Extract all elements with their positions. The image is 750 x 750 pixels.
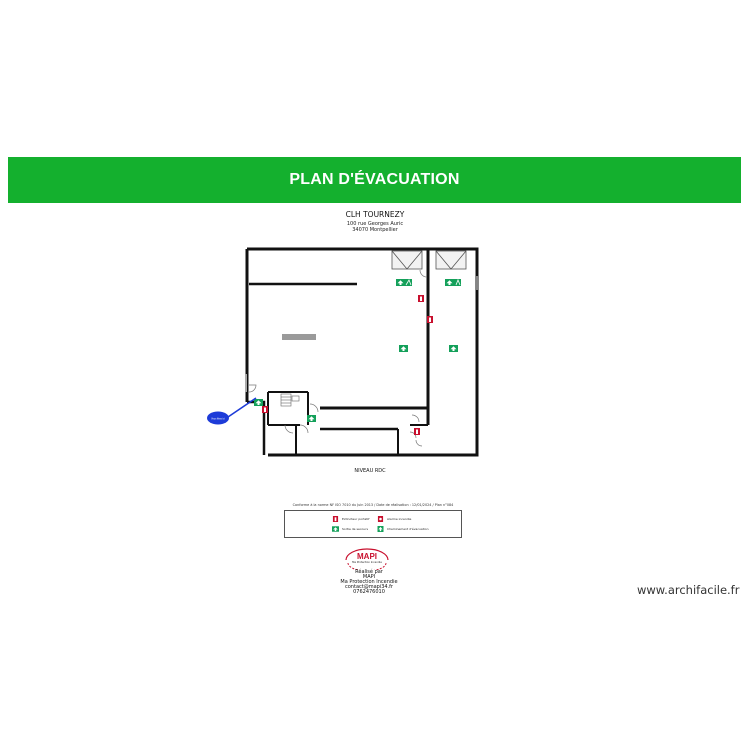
credit-line: Ma Protection Incendie: [340, 579, 398, 585]
watermark: www.archifacile.fr: [637, 583, 740, 597]
title-banner: PLAN D'ÉVACUATION: [8, 157, 741, 203]
legend-label: Extincteur portatif: [342, 517, 370, 521]
level-label: NIVEAU RDC: [354, 468, 386, 474]
mapi-logo: MAPI Ma Protection Incendie: [345, 548, 389, 570]
credit-line: contact@mapi34.fr: [345, 584, 393, 590]
legend: Extincteur portatif Alarme incendie Sort…: [284, 510, 462, 538]
smoke-vent-icon: [391, 250, 467, 270]
fire-extinguisher-icon: [262, 406, 268, 413]
emergency-exit-arrow-icon: [399, 345, 408, 352]
emergency-exit-arrow-icon: [254, 399, 263, 406]
emergency-exit-arrow-icon: [307, 415, 316, 422]
norm-statement: Conforme à la norme NF ISO 7010 du Juin …: [292, 503, 454, 507]
emergency-exit-arrow-icon: [332, 526, 339, 532]
fire-alarm-call-point-icon: [377, 516, 384, 522]
site-name: CLH TOURNEZY: [345, 210, 405, 219]
fire-extinguisher-icon: [427, 316, 433, 323]
legend-item: Sortie de secours: [332, 526, 368, 532]
legend-item: Extincteur portatif: [332, 516, 369, 522]
logo-text: MAPI: [357, 552, 377, 561]
legend-item: Alarme incendie: [377, 516, 411, 522]
credit-line: MAPI: [362, 574, 376, 580]
you-are-here-marker: Vous êtes ici: [207, 397, 257, 425]
legend-label: Sortie de secours: [342, 527, 369, 531]
credit-line: Réalisé par: [355, 569, 383, 575]
logo-tagline: Ma Protection Incendie: [352, 560, 382, 564]
emergency-exit-arrow-icon: [449, 345, 458, 352]
legend-item: Cheminement d'évacuation: [377, 526, 428, 532]
stair-block: [280, 393, 300, 407]
legend-label: Cheminement d'évacuation: [387, 527, 429, 531]
address-line-1: 100 rue Georges Auric: [346, 221, 404, 227]
credit-line: 0762476010: [353, 589, 385, 595]
address-line-2: 34070 Montpellier: [352, 227, 398, 233]
emergency-exit-arrow-icon: [445, 278, 461, 286]
you-are-here-label: Vous êtes ici: [211, 418, 225, 421]
fire-extinguisher-icon: [332, 516, 339, 522]
fire-alarm-call-point-icon: [418, 295, 424, 302]
evacuation-route-icon: [377, 526, 384, 532]
legend-label: Alarme incendie: [387, 517, 412, 521]
door-swings: [248, 269, 428, 447]
fire-extinguisher-icon: [414, 428, 420, 435]
emergency-exit-arrow-icon: [396, 279, 412, 286]
plan-title: PLAN D'ÉVACUATION: [289, 171, 460, 188]
storage-rack: [282, 334, 316, 340]
walls: [245, 247, 479, 457]
